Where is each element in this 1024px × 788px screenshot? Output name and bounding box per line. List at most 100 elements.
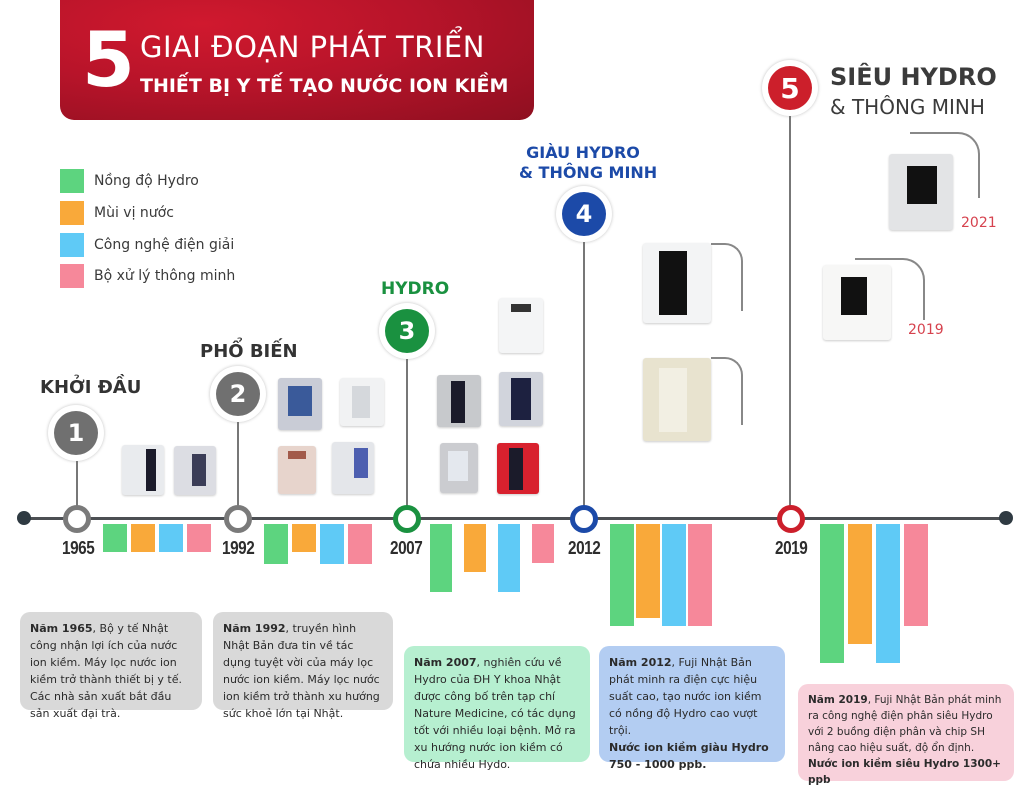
stage-4-title: GIÀU HYDRO & THÔNG MINH xyxy=(519,143,658,183)
product-hose xyxy=(711,357,743,425)
legend-item-hydro: Nồng độ Hydro xyxy=(60,169,199,193)
timeline-node-2007 xyxy=(393,505,421,533)
bar-1992-0 xyxy=(264,524,288,564)
product-image xyxy=(497,443,539,494)
bar-2007-0 xyxy=(430,524,452,592)
stage-5-badge-ring: 5 xyxy=(762,60,818,116)
timeline-axis xyxy=(24,517,1006,520)
timeline-end-dot xyxy=(999,511,1013,525)
stage-5-badge: 5 xyxy=(768,66,812,110)
timeline-node-2012 xyxy=(570,505,598,533)
note-highlight: Nước ion kiềm giàu Hydro 750 - 1000 ppb. xyxy=(609,741,769,771)
year-label-1965: 1965 xyxy=(62,538,95,558)
bar-2007-1 xyxy=(464,524,486,572)
stage-4-title-line1: GIÀU HYDRO xyxy=(526,143,640,162)
bar-2007-3 xyxy=(532,524,554,563)
product-hose xyxy=(855,258,925,320)
legend-swatch xyxy=(60,169,84,193)
product-image xyxy=(437,375,481,427)
note-highlight: Nước ion kiềm siêu Hydro 1300+ ppb xyxy=(808,758,1001,786)
bar-2012-0 xyxy=(610,524,634,626)
bar-1992-1 xyxy=(292,524,316,552)
note-1965: Năm 1965, Bộ y tế Nhật công nhận lợi ích… xyxy=(20,612,202,720)
product-hose xyxy=(711,243,743,311)
year-label-1992: 1992 xyxy=(222,538,255,558)
bar-1965-1 xyxy=(131,524,155,552)
stage-1-stem xyxy=(76,461,78,509)
bar-2019-2 xyxy=(876,524,900,663)
year-label-2007: 2007 xyxy=(390,538,423,558)
note-text: , nghiên cứu về Hydro của ĐH Y khoa Nhật… xyxy=(414,656,576,771)
stage-5-subtitle: & THÔNG MINH xyxy=(830,95,985,119)
product-hose xyxy=(910,132,980,198)
bar-2007-2 xyxy=(498,524,520,592)
legend-swatch xyxy=(60,233,84,257)
note-year: Năm 2007 xyxy=(414,656,477,669)
bar-2019-3 xyxy=(904,524,928,626)
note-text: , Bộ y tế Nhật công nhận lợi ích của nướ… xyxy=(30,622,182,720)
product-image xyxy=(643,358,711,441)
stage-2-title: PHỔ BIẾN xyxy=(200,341,298,362)
bar-2019-0 xyxy=(820,524,844,663)
bar-2012-1 xyxy=(636,524,660,618)
year-label-2019: 2019 xyxy=(775,538,808,558)
legend-label: Mùi vị nước xyxy=(94,205,174,221)
timeline-start-dot xyxy=(17,511,31,525)
product-year-2019: 2019 xyxy=(908,322,944,338)
bar-1965-3 xyxy=(187,524,211,552)
note-text: , truyền hình Nhật Bản đưa tin về tác dụ… xyxy=(223,622,380,720)
product-image xyxy=(122,445,164,495)
note-2012: Năm 2012, Fuji Nhật Bản phát minh ra điệ… xyxy=(599,646,785,771)
stage-2-badge-ring: 2 xyxy=(210,366,266,422)
note-2007: Năm 2007, nghiên cứu về Hydro của ĐH Y k… xyxy=(404,646,590,771)
product-image xyxy=(174,446,216,495)
product-image xyxy=(278,378,322,430)
product-image xyxy=(332,442,374,494)
product-image xyxy=(440,443,478,493)
stage-4-stem xyxy=(583,242,585,509)
product-image xyxy=(499,372,543,426)
bar-1992-2 xyxy=(320,524,344,564)
legend-item-electrolysis: Công nghệ điện giải xyxy=(60,233,234,257)
note-2019: Năm 2019, Fuji Nhật Bản phát minh ra côn… xyxy=(798,684,1014,786)
stage-1-badge: 1 xyxy=(54,411,98,455)
stage-4-title-line2: & THÔNG MINH xyxy=(519,163,658,182)
stage-3-badge: 3 xyxy=(385,309,429,353)
product-image xyxy=(340,378,384,426)
legend-label: Bộ xử lý thông minh xyxy=(94,268,236,284)
bar-2019-1 xyxy=(848,524,872,644)
stage-3-title: HYDRO xyxy=(381,279,450,299)
banner-number: 5 xyxy=(82,15,135,104)
legend-item-taste: Mùi vị nước xyxy=(60,201,174,225)
stage-2-badge: 2 xyxy=(216,372,260,416)
bar-2012-3 xyxy=(688,524,712,626)
bar-1965-0 xyxy=(103,524,127,552)
note-year: Năm 1965 xyxy=(30,622,93,635)
note-year: Năm 2019 xyxy=(808,694,868,706)
stage-5-title: SIÊU HYDRO xyxy=(830,63,997,91)
stage-2-stem xyxy=(237,422,239,509)
product-year-2021: 2021 xyxy=(961,215,997,231)
stage-3-stem xyxy=(406,359,408,509)
product-image xyxy=(499,298,543,353)
stage-1-badge-ring: 1 xyxy=(48,405,104,461)
timeline-node-2019 xyxy=(777,505,805,533)
stage-5-stem xyxy=(789,116,791,509)
stage-4-badge-ring: 4 xyxy=(556,186,612,242)
stage-4-badge: 4 xyxy=(562,192,606,236)
title-banner: 5 GIAI ĐOẠN PHÁT TRIỂN THIẾT BỊ Y TẾ TẠO… xyxy=(60,0,534,120)
product-image xyxy=(278,446,316,494)
timeline-node-1992 xyxy=(224,505,252,533)
note-1992: Năm 1992, truyền hình Nhật Bản đưa tin v… xyxy=(213,612,393,720)
legend-swatch xyxy=(60,264,84,288)
year-label-2012: 2012 xyxy=(568,538,601,558)
legend-label: Công nghệ điện giải xyxy=(94,237,235,253)
legend-item-smart-processor: Bộ xử lý thông minh xyxy=(60,264,235,288)
note-text: , Fuji Nhật Bản phát minh ra công nghệ đ… xyxy=(808,694,1002,754)
legend-label: Nồng độ Hydro xyxy=(94,173,199,189)
note-text: , Fuji Nhật Bản phát minh ra điện cực hi… xyxy=(609,656,762,737)
banner-title: GIAI ĐOẠN PHÁT TRIỂN xyxy=(140,30,485,64)
product-image xyxy=(643,243,711,323)
bar-1965-2 xyxy=(159,524,183,552)
note-year: Năm 2012 xyxy=(609,656,672,669)
